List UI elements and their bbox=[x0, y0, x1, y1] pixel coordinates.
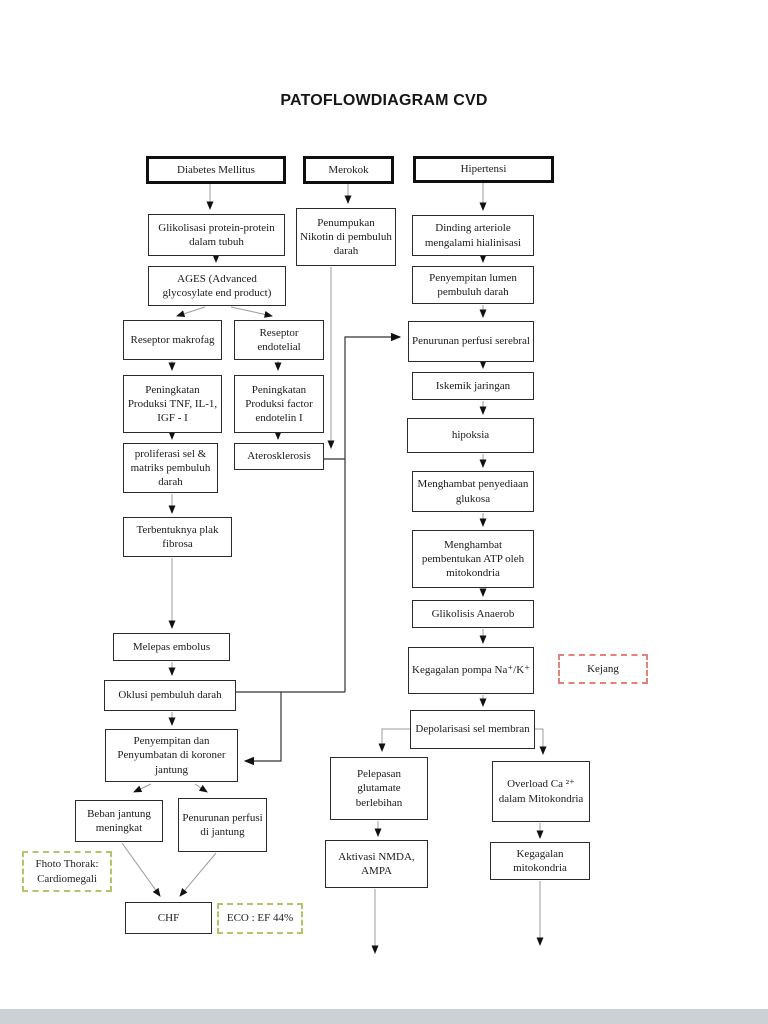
connector-to-perfusi-serebral bbox=[344, 332, 402, 692]
connector-to-penyempitan-right bbox=[243, 692, 282, 766]
arrow-penyempitan-to-perfusi-jantung bbox=[194, 783, 208, 793]
node-glikolisasi-protein: Glikolisasi protein-protein dalam tubuh bbox=[148, 214, 285, 256]
arrow-beban-to-chf bbox=[121, 842, 161, 897]
node-penyempitan-koroner: Penyempitan dan Penyumbatan di koroner j… bbox=[105, 729, 238, 782]
node-peningkatan-endotelin: Peningkatan Produksi factor endotelin I bbox=[234, 375, 324, 433]
arrow-ages-to-endotelial bbox=[230, 306, 273, 318]
node-merokok: Merokok bbox=[303, 156, 394, 184]
node-kegagalan-mitokondria: Kegagalan mitokondria bbox=[490, 842, 590, 880]
node-hipertensi: Hipertensi bbox=[413, 156, 554, 183]
node-kegagalan-pompa: Kegagalan pompa Na⁺/K⁺ bbox=[408, 647, 534, 694]
node-proliferasi-sel: proliferasi sel & matriks pembuluh darah bbox=[123, 443, 218, 493]
page-bottom-edge bbox=[0, 1009, 768, 1024]
node-kejang: Kejang bbox=[558, 654, 648, 684]
node-aktivasi-nmda: Aktivasi NMDA, AMPA bbox=[325, 840, 428, 888]
node-diabetes-mellitus: Diabetes Mellitus bbox=[146, 156, 286, 184]
arrow-depolarisasi-to-overload bbox=[535, 728, 547, 755]
node-depolarisasi-membran: Depolarisasi sel membran bbox=[410, 710, 535, 749]
node-chf: CHF bbox=[125, 902, 212, 934]
arrow-ages-to-makrofag bbox=[176, 306, 206, 318]
node-menghambat-atp: Menghambat pembentukan ATP oleh mitokond… bbox=[412, 530, 534, 588]
node-eco-ef: ECO : EF 44% bbox=[217, 903, 303, 934]
node-plak-fibrosa: Terbentuknya plak fibrosa bbox=[123, 517, 232, 557]
node-menghambat-glukosa: Menghambat penyediaan glukosa bbox=[412, 471, 534, 512]
node-dinding-arteriole: Dinding arteriole mengalami hialinisasi bbox=[412, 215, 534, 256]
node-penurunan-perfusi-serebral: Penurunan perfusi serebral bbox=[408, 321, 534, 362]
page-title: PATOFLOWDIAGRAM CVD bbox=[280, 92, 488, 109]
arrow-penyempitan-to-beban bbox=[133, 783, 152, 793]
node-glikolisis-anaerob: Glikolisis Anaerob bbox=[412, 600, 534, 628]
node-oklusi-pembuluh-darah: Oklusi pembuluh darah bbox=[104, 680, 236, 711]
node-aterosklerosis: Aterosklerosis bbox=[234, 443, 324, 470]
node-overload-ca: Overload Ca ²⁺ dalam Mitokondria bbox=[492, 761, 590, 822]
node-fhoto-thorak: Fhoto Thorak: Cardiomegali bbox=[22, 851, 112, 892]
node-reseptor-makrofag: Reseptor makrofag bbox=[123, 320, 222, 360]
arrow-depolarisasi-to-glutamate bbox=[378, 728, 410, 752]
node-melepas-embolus: Melepas embolus bbox=[113, 633, 230, 661]
node-penyempitan-lumen: Penyempitan lumen pembuluh darah bbox=[412, 266, 534, 304]
node-beban-jantung: Beban jantung meningkat bbox=[75, 800, 163, 842]
arrow-perfusi-jantung-to-chf bbox=[179, 852, 217, 897]
node-penurunan-perfusi-jantung: Penurunan perfusi di jantung bbox=[178, 798, 267, 852]
node-pelepasan-glutamate: Pelepasan glutamate berlebihan bbox=[330, 757, 428, 820]
node-reseptor-endotelial: Reseptor endotelial bbox=[234, 320, 324, 360]
node-peningkatan-tnf: Peningkatan Produksi TNF, IL-1, IGF - I bbox=[123, 375, 222, 433]
node-ages: AGES (Advanced glycosylate end product) bbox=[148, 266, 286, 306]
node-penumpukan-nikotin: Penumpukan Nikotin di pembuluh darah bbox=[296, 208, 396, 266]
node-iskemik-jaringan: Iskemik jaringan bbox=[412, 372, 534, 400]
node-hipoksia: hipoksia bbox=[407, 418, 534, 453]
